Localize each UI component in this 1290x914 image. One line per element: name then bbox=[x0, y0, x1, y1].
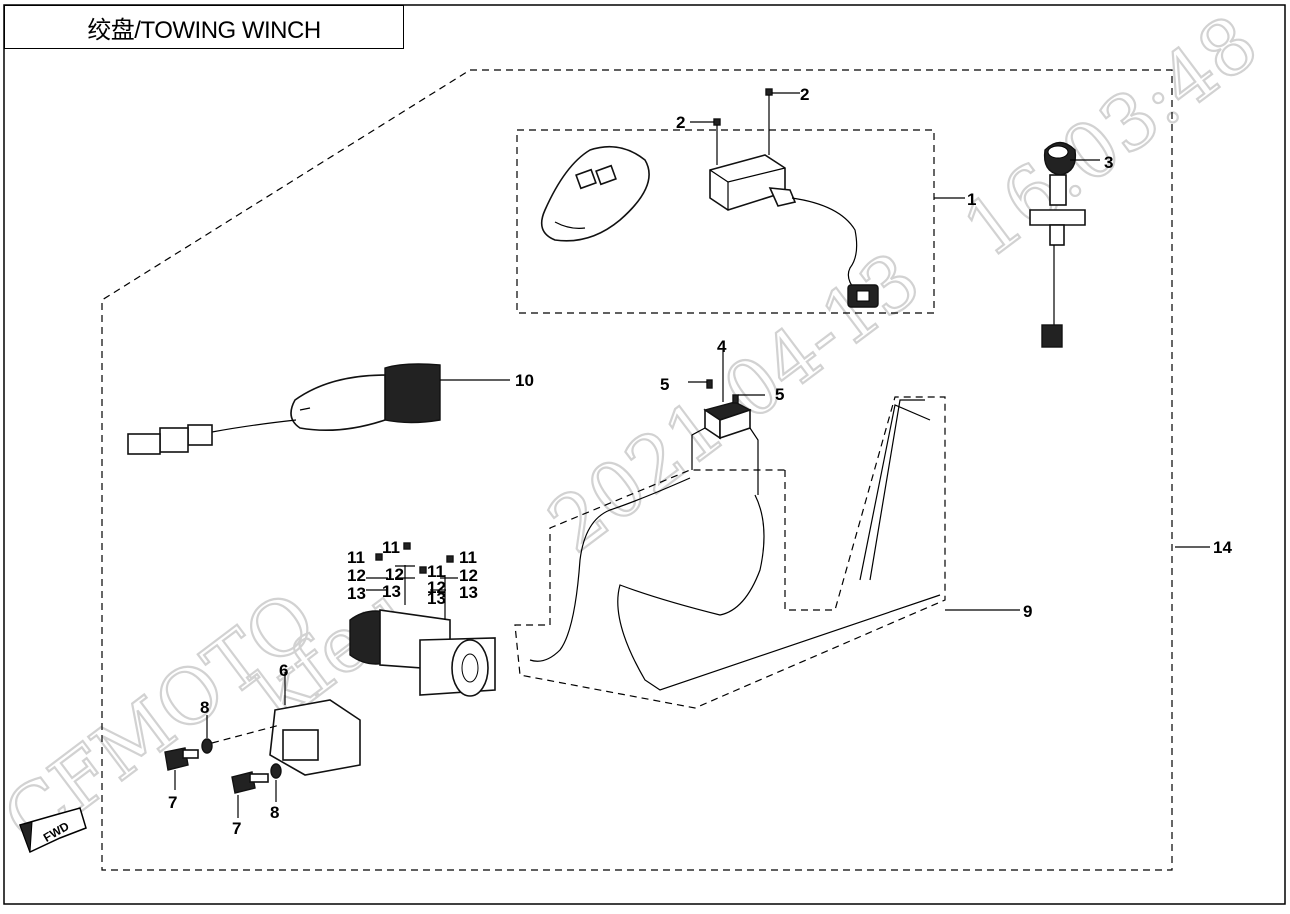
wiring-harness-part-9 bbox=[529, 399, 1020, 691]
callout-10: 10 bbox=[515, 371, 534, 390]
callout-6: 6 bbox=[279, 661, 288, 680]
callout-labels: 1 2 2 3 4 5 5 6 7 7 8 8 9 10 11 11 11 11… bbox=[168, 85, 1232, 838]
callout-1: 1 bbox=[967, 190, 976, 209]
winch-body-part bbox=[349, 565, 496, 697]
callout-13c: 13 bbox=[427, 589, 446, 608]
screw-part-2 bbox=[690, 88, 800, 165]
callout-11b: 11 bbox=[382, 538, 400, 557]
callout-11a: 11 bbox=[347, 548, 365, 567]
callout-7a: 7 bbox=[168, 793, 177, 812]
callout-12a: 12 bbox=[347, 566, 366, 585]
wireless-receiver-part bbox=[709, 154, 879, 308]
callout-13a: 13 bbox=[347, 584, 366, 603]
callout-12b: 12 bbox=[385, 565, 404, 584]
callout-3: 3 bbox=[1104, 153, 1113, 172]
callout-12d: 12 bbox=[459, 566, 478, 585]
fairlead-part-6 bbox=[269, 672, 361, 776]
winch-switch-part-3 bbox=[1029, 141, 1100, 348]
callout-8a: 8 bbox=[200, 698, 209, 717]
callout-4: 4 bbox=[717, 337, 727, 356]
handheld-remote-part bbox=[540, 145, 650, 242]
bolt-part-7 bbox=[164, 747, 269, 818]
handlebar-switch-part-10 bbox=[127, 363, 510, 455]
callout-11c: 11 bbox=[427, 562, 445, 581]
fastener-stack-11-12-13 bbox=[366, 542, 458, 591]
callout-2a: 2 bbox=[676, 113, 685, 132]
callout-12c: 12 bbox=[427, 578, 446, 597]
outer-border bbox=[3, 4, 1286, 905]
callout-13b: 13 bbox=[382, 582, 401, 601]
harness-boundary-9 bbox=[514, 396, 946, 709]
relay-part-4 bbox=[688, 350, 765, 495]
callout-5a: 5 bbox=[660, 375, 669, 394]
page-title: 绞盘/TOWING WINCH bbox=[4, 5, 404, 49]
callout-14: 14 bbox=[1213, 538, 1232, 557]
callout-2b: 2 bbox=[800, 85, 809, 104]
callout-8b: 8 bbox=[270, 803, 279, 822]
callout-9: 9 bbox=[1023, 602, 1032, 621]
remote-set-boundary-1 bbox=[516, 129, 935, 314]
callout-13d: 13 bbox=[459, 583, 478, 602]
callout-7b: 7 bbox=[232, 819, 241, 838]
washer-part-8 bbox=[201, 715, 282, 802]
callout-5b: 5 bbox=[775, 385, 784, 404]
watermark-time: 16:03:48 bbox=[947, 0, 1273, 274]
callout-11d: 11 bbox=[459, 548, 477, 567]
